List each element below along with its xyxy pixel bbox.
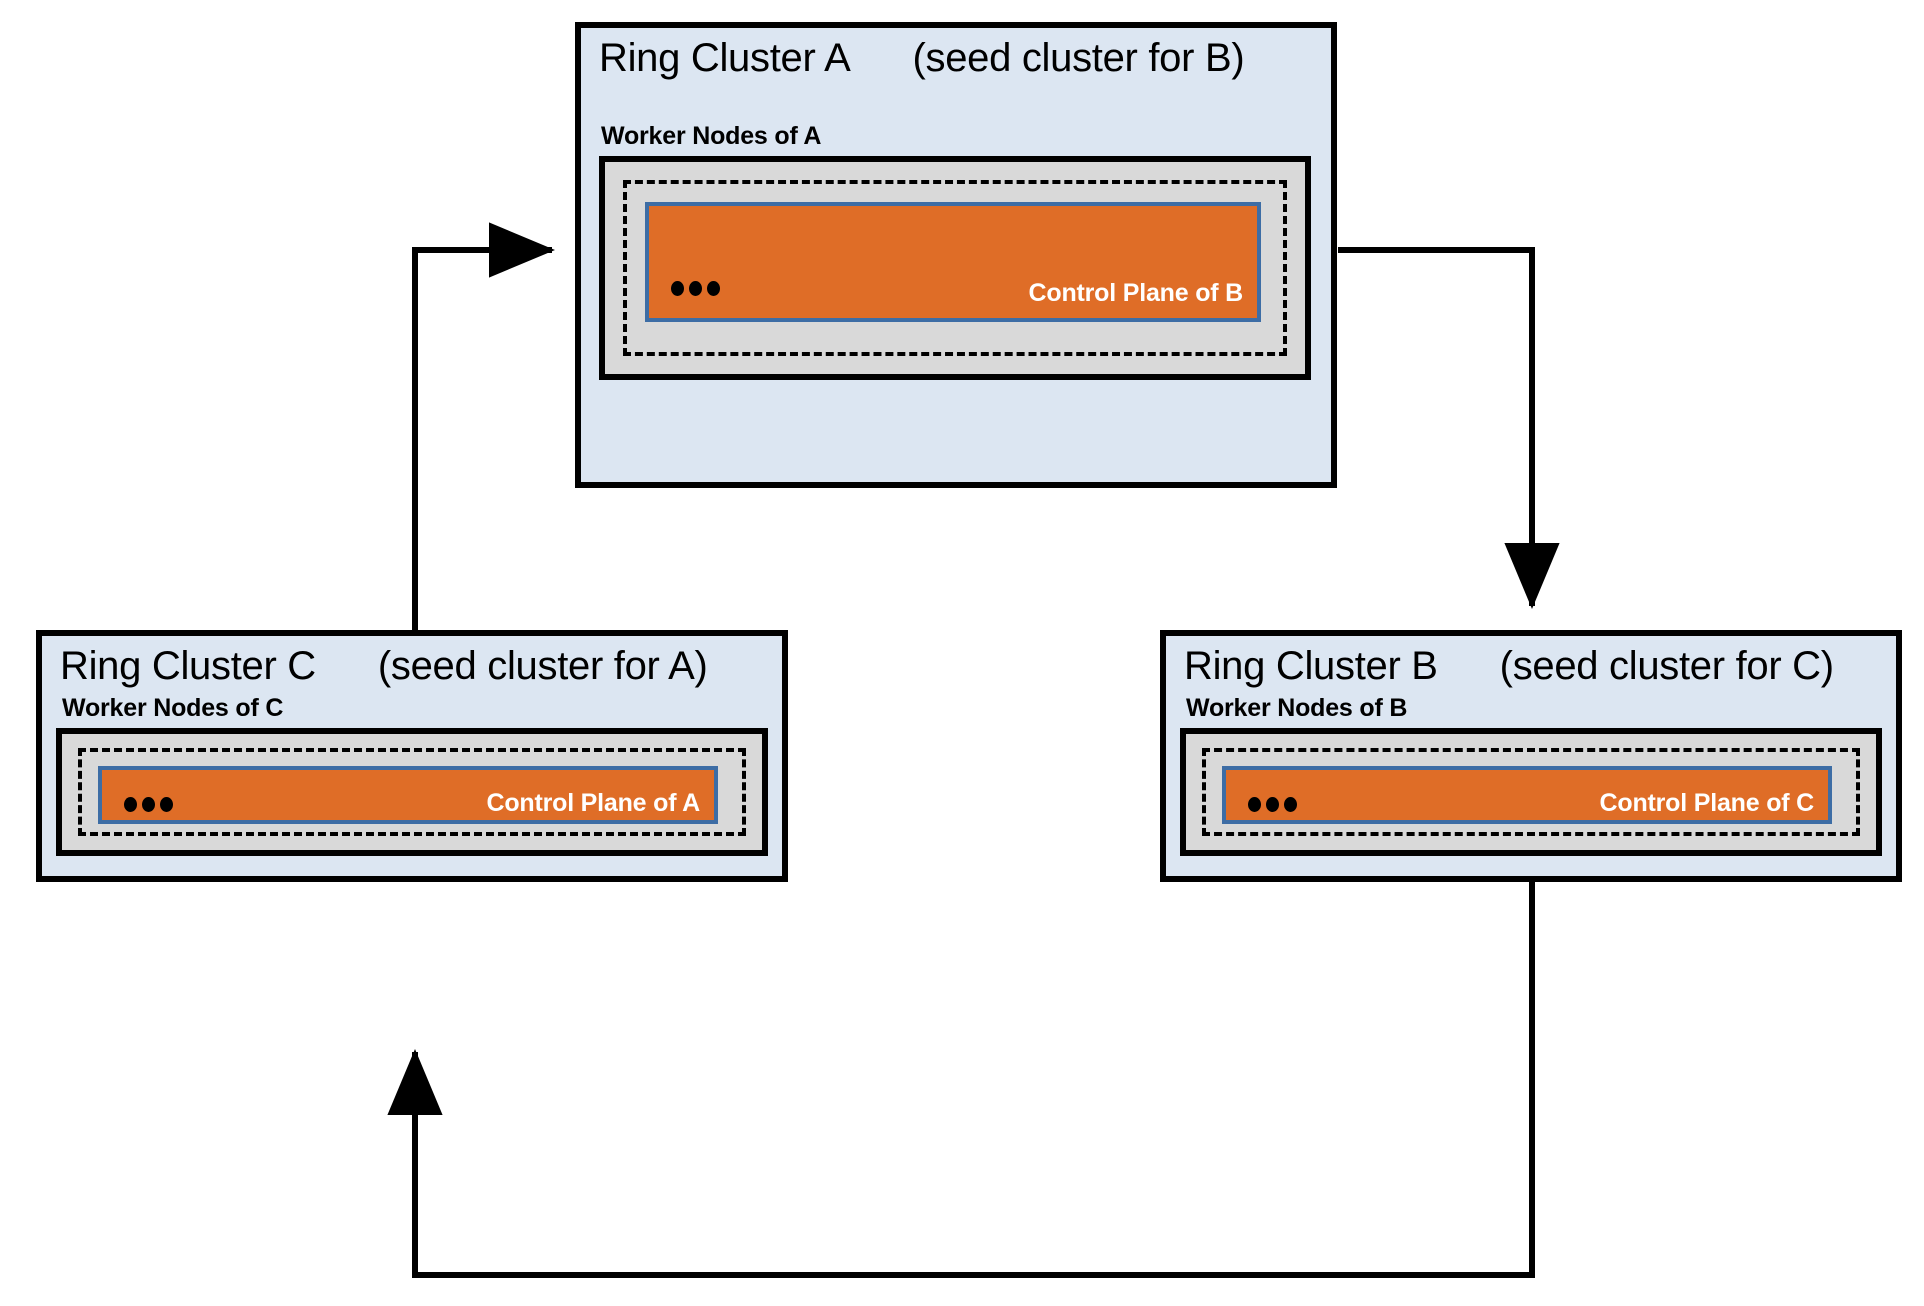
cluster-b-title-main: Ring Cluster B <box>1184 644 1438 688</box>
cluster-c-control-plane-pod[interactable]: Control Plane of A <box>98 766 718 824</box>
cluster-a-pod-ellipsis-icon <box>671 281 720 296</box>
arrow-cluster-b-to-cluster-c <box>387 875 1535 1278</box>
arrow-cluster-a-to-cluster-b <box>1338 247 1560 609</box>
cluster-a-title-sub: (seed cluster for B) <box>912 36 1245 80</box>
cluster-c-title: Ring Cluster C (seed cluster for A) <box>60 644 708 689</box>
cluster-c-title-main: Ring Cluster C <box>60 644 316 688</box>
cluster-b-control-plane-pod[interactable]: Control Plane of C <box>1222 766 1832 824</box>
cluster-c-worker-nodes-label: Worker Nodes of C <box>62 694 284 722</box>
cluster-c-node-group: Control Plane of A <box>78 748 746 836</box>
cluster-a[interactable]: Ring Cluster A (seed cluster for B) Worke… <box>575 22 1337 488</box>
cluster-a-title: Ring Cluster A (seed cluster for B) <box>599 36 1245 81</box>
cluster-b-title: Ring Cluster B (seed cluster for C) <box>1184 644 1834 689</box>
cluster-a-control-plane-label: Control Plane of B <box>1028 279 1244 307</box>
cluster-c-control-plane-label: Control Plane of A <box>486 789 700 817</box>
cluster-c-worker-nodes-box[interactable]: Control Plane of A <box>56 728 768 856</box>
cluster-a-title-main: Ring Cluster A <box>599 36 851 80</box>
arrow-cluster-c-to-cluster-a <box>412 222 555 633</box>
cluster-b[interactable]: Ring Cluster B (seed cluster for C) Worke… <box>1160 630 1902 882</box>
cluster-b-node-group: Control Plane of C <box>1202 748 1860 836</box>
cluster-c-title-sub: (seed cluster for A) <box>377 644 708 688</box>
cluster-c[interactable]: Ring Cluster C (seed cluster for A) Worke… <box>36 630 788 882</box>
cluster-b-worker-nodes-label: Worker Nodes of B <box>1186 694 1408 722</box>
cluster-b-title-sub: (seed cluster for C) <box>1499 644 1834 688</box>
cluster-c-pod-ellipsis-icon <box>124 797 173 812</box>
cluster-b-worker-nodes-box[interactable]: Control Plane of C <box>1180 728 1882 856</box>
cluster-a-control-plane-pod[interactable]: Control Plane of B <box>645 202 1261 322</box>
cluster-a-node-group: Control Plane of B <box>623 180 1287 356</box>
cluster-b-pod-ellipsis-icon <box>1248 797 1297 812</box>
cluster-b-control-plane-label: Control Plane of C <box>1599 789 1815 817</box>
cluster-a-worker-nodes-box[interactable]: Control Plane of B <box>599 156 1311 380</box>
cluster-a-worker-nodes-label: Worker Nodes of A <box>601 122 822 150</box>
